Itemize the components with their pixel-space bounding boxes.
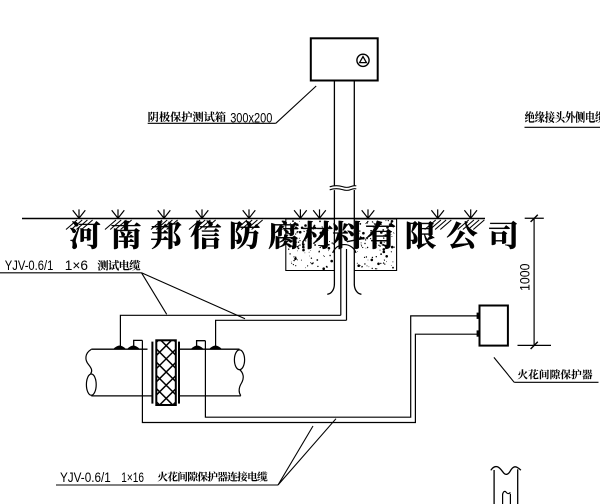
svg-text:1×6: 1×6 bbox=[65, 258, 88, 274]
svg-text:300x200: 300x200 bbox=[230, 111, 272, 127]
svg-text:1×16: 1×16 bbox=[121, 470, 144, 486]
svg-text:YJV-0.6/1: YJV-0.6/1 bbox=[60, 470, 111, 486]
svg-text:1000: 1000 bbox=[517, 264, 532, 292]
svg-text:YJV-0.6/1: YJV-0.6/1 bbox=[5, 258, 54, 274]
